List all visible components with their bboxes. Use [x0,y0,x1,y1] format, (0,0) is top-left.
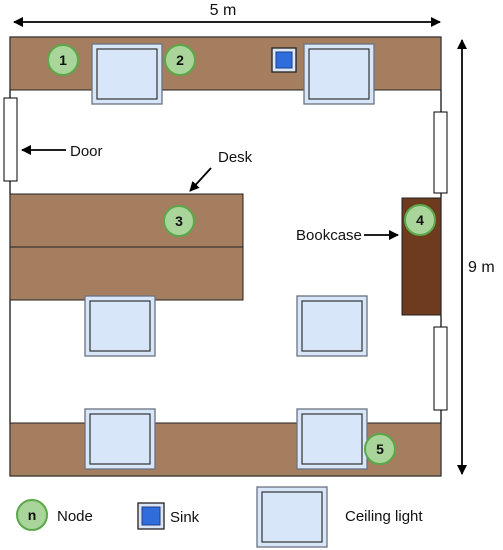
legend-sink: Sink [137,502,200,530]
width-label: 5 m [210,2,237,19]
node-1: 1 [47,44,79,76]
node-3: 3 [163,205,195,237]
legend-light: Ceiling light [256,486,423,548]
height-dimension: 9 m [457,39,495,475]
node-label: 2 [176,52,184,68]
node-4: 4 [404,204,436,236]
legend: n Node Sink Ceiling light [16,486,423,548]
legend-node-label: Node [57,508,93,525]
desk-label: Desk [218,149,253,166]
ceiling-light [84,408,156,470]
ceiling-light [91,43,163,105]
node-label: 1 [59,52,67,68]
node-label: 5 [376,441,384,457]
node-2: 2 [164,44,196,76]
bookcase-callout: Bookcase [296,227,399,244]
legend-node-symbol: n [28,507,37,523]
ceiling-light [84,295,156,357]
door [3,97,18,182]
node-label: 3 [175,213,183,229]
ceiling-light [303,43,375,105]
door-label: Door [70,143,103,160]
bookcase-label: Bookcase [296,227,362,244]
ceiling-light [296,408,368,470]
door-callout: Door [21,143,103,160]
window-lower [433,326,448,411]
legend-sink-label: Sink [170,509,200,526]
desk-callout: Desk [189,149,253,192]
legend-node: n Node [16,499,93,531]
node-label: 4 [416,212,424,228]
sink [271,47,297,73]
ceiling-light [296,295,368,357]
legend-light-label: Ceiling light [345,508,423,525]
desk [9,193,244,301]
window-upper [433,111,448,194]
width-dimension: 5 m [13,2,441,27]
height-label: 9 m [468,259,495,276]
node-5: 5 [364,433,396,465]
